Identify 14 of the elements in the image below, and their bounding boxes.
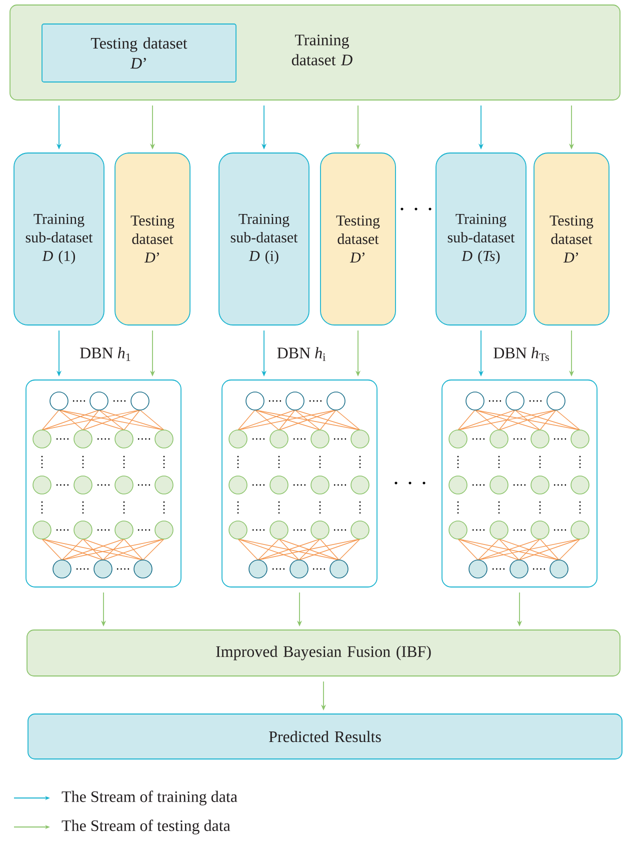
dataset-box: Testing dataset D’ bbox=[114, 152, 190, 326]
dataset-box: Training sub-dataset D (1) bbox=[14, 152, 104, 326]
dataset-box: Training sub-dataset D (i) bbox=[218, 152, 310, 326]
network-label: DBN h$_{Ts}$ bbox=[494, 347, 549, 361]
legend-text: The Stream of training data bbox=[62, 790, 238, 806]
legend-text: The Stream of testing data bbox=[62, 820, 230, 834]
network-label: DBN h$_{i}$ bbox=[277, 347, 326, 361]
dataset-box: Testing dataset D’ bbox=[42, 24, 236, 82]
process-box: Improved Bayesian Fusion (IBF) bbox=[26, 630, 620, 676]
dataset-box: Training sub-dataset D (Ts) bbox=[436, 152, 526, 326]
result-box: Predicted Results bbox=[28, 714, 622, 760]
network-label: DBN h$_{1}$ bbox=[80, 347, 130, 361]
dataset-box: Testing dataset D’ bbox=[320, 152, 396, 326]
dataset-box: Testing dataset D’ bbox=[534, 152, 610, 326]
